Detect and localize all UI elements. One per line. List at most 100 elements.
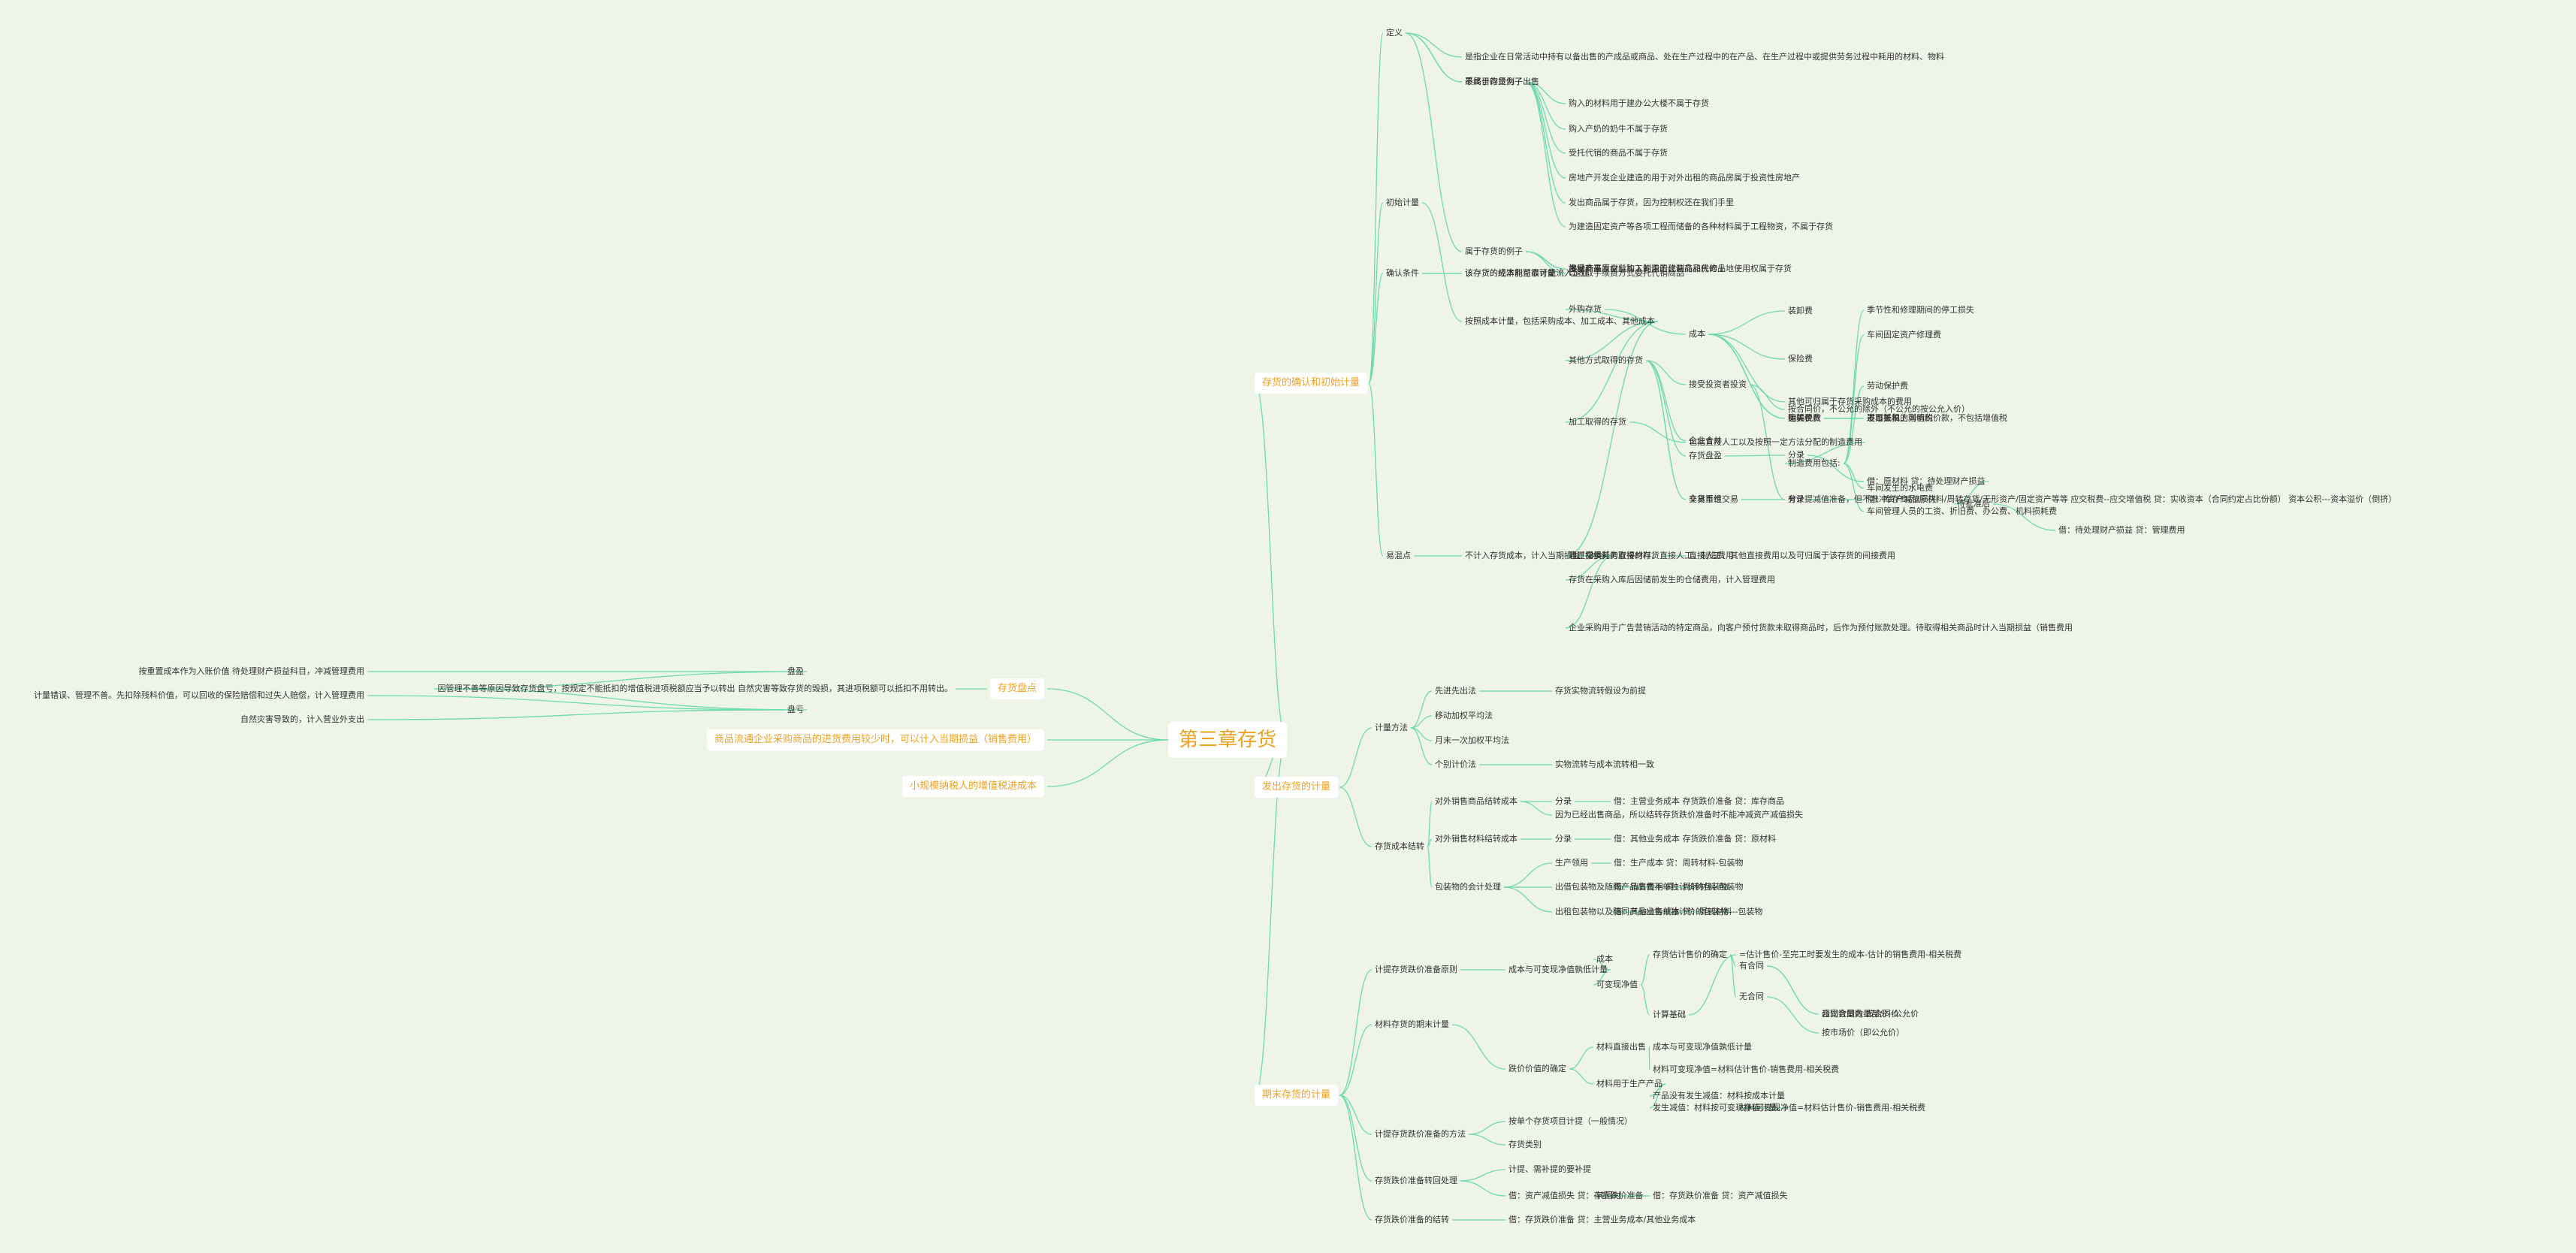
mindmap-node-79: 借：销售费用 贷：周转材料-包装物 (1614, 882, 1744, 892)
mindmap-node-45: 有计提减值准备，但不准冲资产减值损失 (1788, 494, 1937, 504)
mindmap-node-30: 其他可归属于存货采购成本的费用 (1788, 397, 1912, 406)
mindmap-node-9: 为建造固定资产等各项工程而储备的各种材料属于工程物资，不属于存货 (1569, 222, 1833, 231)
mindmap-node-11: 接受外来原材料加工制造的代制品和代修品 (1569, 264, 1726, 273)
connector-line (1565, 555, 1614, 629)
mindmap-node-44: 非货币性交易 (1689, 494, 1738, 504)
mindmap-node-20: 外购存货 (1569, 304, 1602, 314)
mindmap-node-107: 计提、需补提的要补提 (1508, 1164, 1591, 1174)
mindmap-node-81: 借：其他业务成本 贷：周转材料--包装物 (1614, 907, 1763, 916)
connector-line (1503, 862, 1553, 888)
mindmap-node-89: 有合同 (1739, 961, 1764, 971)
connector-line (1405, 32, 1463, 83)
mindmap-node-41: 按合同价，不公允的除外（不公允的按公允入价） (1788, 404, 1970, 414)
mindmap-node-63: 移动加权平均法 (1435, 711, 1493, 720)
connector-line (1640, 984, 1650, 1016)
mindmap-node-114: 因管理不善等原因导致存货盘亏，按规定不能抵扣的增值税进项税额应当予以转出 自然灾… (437, 684, 953, 693)
mindmap-node-40: 接受投资者投资 (1689, 379, 1747, 389)
mindmap-node-62: 存货实物流转假设为前提 (1555, 686, 1646, 696)
mindmap-node-54: 直接人工、其他直接费用以及可归属于该存货的间接费用 (1689, 551, 1895, 560)
mindmap-node-19: 按照成本计量，包括采购成本、加工成本、其他成本 (1465, 316, 1655, 326)
connector-line (1629, 421, 1687, 443)
mindmap-node-36: 劳动保护费 (1867, 381, 1908, 391)
mindmap-node-34: 车间发生的水电费 (1867, 483, 1933, 493)
mindmap-node-7: 房地产开发企业建造的用于对外出租的商品房属于投资性房地产 (1569, 173, 1800, 183)
mindmap-node-80: 出租包装物以及随同产品出售单独计价的包装物 (1555, 907, 1729, 916)
connector-line (1649, 1083, 1666, 1109)
connector-line (1992, 503, 2056, 531)
mindmap-node-106: 存货跌价准备转回处理 (1375, 1176, 1457, 1185)
mindmap-node-32: 包括直接人工以及按照一定方法分配的制造费用 (1689, 437, 1862, 447)
connector-line (1565, 321, 1659, 361)
connector-line (1708, 310, 1786, 335)
connector-line (1460, 1169, 1506, 1182)
connector-line (1339, 1094, 1373, 1135)
connector-line (1368, 382, 1384, 557)
mindmap-node-38: 车间固定资产修理费 (1867, 330, 1941, 340)
connector-line (1339, 727, 1373, 788)
mindmap-node-102: 材料可变现净值=材料估计售价-销售费用-相关税费 (1739, 1103, 1926, 1113)
connector-line (1368, 202, 1384, 384)
connector-line (1525, 81, 1566, 130)
connector-line (367, 709, 785, 720)
mindmap-node-15: 确认条件 (1386, 268, 1419, 278)
connector-line (1525, 251, 1566, 274)
mindmap-node-86: 计算基础 (1653, 1010, 1686, 1019)
connector-line (1525, 81, 1566, 104)
mindmap-node-108: 借：资产减值损失 贷：存货跌价准备 (1508, 1191, 1644, 1200)
mindmap-node-82: 计提存货跌价准备原则 (1375, 965, 1457, 974)
mindmap-node-113: 存货盘点 (989, 678, 1044, 699)
connector-line (1421, 202, 1463, 322)
mindmap-node-52: 借：待处理财产损益 贷：管理费用 (2058, 525, 2185, 535)
connector-line (1729, 954, 1737, 998)
mindmap-node-48: 存货盘盈 (1689, 451, 1722, 460)
mindmap-node-111: 存货跌价准备的结转 (1375, 1215, 1449, 1224)
connector-line (1405, 32, 1463, 58)
mindmap-node-88: 存货估计售价的确定 (1653, 950, 1727, 959)
connector-line (1525, 81, 1566, 204)
mindmap-node-70: 借：主营业务成本 存货跌价准备 贷：库存商品 (1614, 796, 1784, 806)
connector-line (1766, 965, 1820, 1015)
mindmap-node-115: 盘盈 (787, 666, 804, 676)
mindmap-node-95: 跌价价值的确定 (1508, 1064, 1566, 1073)
mindmap-node-73: 分录 (1555, 834, 1572, 844)
mindmap-node-33: 制造费用包括: (1788, 458, 1841, 468)
connector-line (1410, 715, 1433, 729)
mindmap-node-35: 车间管理人员的工资、折旧费、办公费、机料损耗费 (1867, 506, 2057, 516)
mindmap-node-22: 购买价款 (1788, 413, 1821, 423)
connector-line (367, 695, 785, 711)
connector-line (1749, 384, 1786, 410)
mindmap-node-77: 借：生产成本 贷：周转材料-包装物 (1614, 858, 1744, 868)
connector-line (1565, 321, 1659, 423)
mindmap-node-68: 对外销售商品结转成本 (1435, 796, 1518, 806)
mindmap-node-104: 按单个存货项目计提（一般情况） (1508, 1116, 1632, 1126)
mindmap-node-110: 借：存货跌价准备 贷：资产减值损失 (1653, 1191, 1788, 1200)
connector-line (1525, 251, 1566, 270)
mindmap-node-83: 成本与可变现净值孰低计量 (1508, 965, 1608, 974)
connector-line (1724, 454, 1786, 457)
connector-line (1254, 382, 1288, 741)
mindmap-node-98: 材料可变现净值=材料估计售价-销售费用-相关税费 (1653, 1064, 1840, 1074)
mindmap-node-72: 对外销售材料结转成本 (1435, 834, 1518, 844)
mindmap-node-117: 盘亏 (787, 705, 804, 714)
mindmap-node-29: 保险费 (1788, 354, 1813, 364)
mindmap-node-1: 是指企业在日常活动中持有以备出售的产成品或商品、处在生产过程中的在产品、在生产过… (1465, 52, 1944, 62)
mindmap-node-42: 分录 (1788, 494, 1804, 504)
mindmap-node-0: 定义 (1386, 28, 1403, 38)
connector-line (1046, 688, 1169, 741)
connector-line (1410, 690, 1433, 729)
mindmap-node-75: 包装物的会计处理 (1435, 882, 1501, 892)
mindmap-node-4: 购入的材料用于建办公大楼不属于存货 (1569, 98, 1709, 108)
mindmap-node-109: 转回时 (1596, 1191, 1621, 1200)
mindmap-node-49: 分录 (1788, 450, 1804, 460)
connector-line (1953, 481, 1989, 505)
connector-line (1708, 334, 1786, 419)
mindmap-node-96: 材料直接出售 (1596, 1042, 1646, 1052)
connector-line (1339, 787, 1373, 847)
mindmap-node-59: 企业采购用于广告营销活动的特定商品，向客户预付货款未取得商品时，后作为预付账款处… (1569, 623, 2073, 633)
connector-line (1339, 1094, 1373, 1182)
connector-line (1708, 334, 1786, 403)
mindmap-node-12: 房地产开发企业购入的用于建造商品房的土地使用权属于存货 (1569, 264, 1792, 273)
connector-line (1593, 969, 1611, 986)
mindmap-node-39: 其他方式取得的存货 (1569, 355, 1643, 365)
section-2: 期末存货的计量 (1255, 1085, 1339, 1106)
